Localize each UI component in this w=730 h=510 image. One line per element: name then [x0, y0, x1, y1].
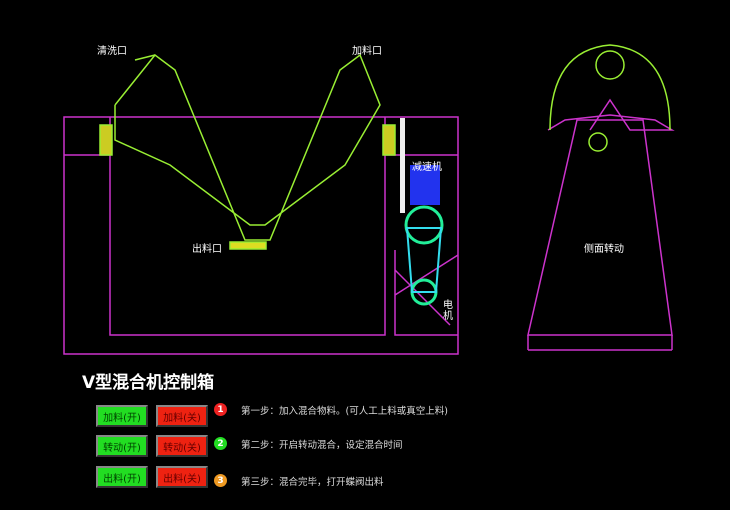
side-rotation-label: 侧面转动 — [584, 244, 624, 255]
rotate-on-button[interactable]: 转动(开) — [96, 435, 148, 457]
step-2-badge: 2 — [214, 437, 227, 450]
feed-port-label: 加料口 — [352, 46, 382, 57]
rotate-off-button[interactable]: 转动(关) — [156, 435, 208, 457]
step-3-text: 第三步：混合完毕，打开蝶阀出料 — [241, 477, 384, 488]
feed-on-button[interactable]: 加料(开) — [96, 405, 148, 427]
reducer-label: 减速机 — [412, 162, 442, 173]
drive-assembly — [400, 118, 444, 306]
step-3-badge: 3 — [214, 474, 227, 487]
control-panel-title: V型混合机控制箱 — [82, 373, 215, 393]
motor-label: 电机 — [443, 300, 453, 322]
step-1-text: 第一步：加入混合物料。(可人工上料或真空上料) — [241, 406, 448, 417]
discharge-on-button[interactable]: 出料(开) — [96, 466, 148, 488]
feed-off-button[interactable]: 加料(关) — [156, 405, 208, 427]
discharge-port-label: 出料口 — [192, 244, 222, 255]
step-1-badge: 1 — [214, 403, 227, 416]
step-2-text: 第二步：开启转动混合，设定混合时间 — [241, 440, 403, 451]
wash-port-label: 清洗口 — [97, 46, 127, 57]
v-vessel — [99, 44, 671, 250]
discharge-off-button[interactable]: 出料(关) — [156, 466, 208, 488]
frame — [63, 98, 675, 355]
